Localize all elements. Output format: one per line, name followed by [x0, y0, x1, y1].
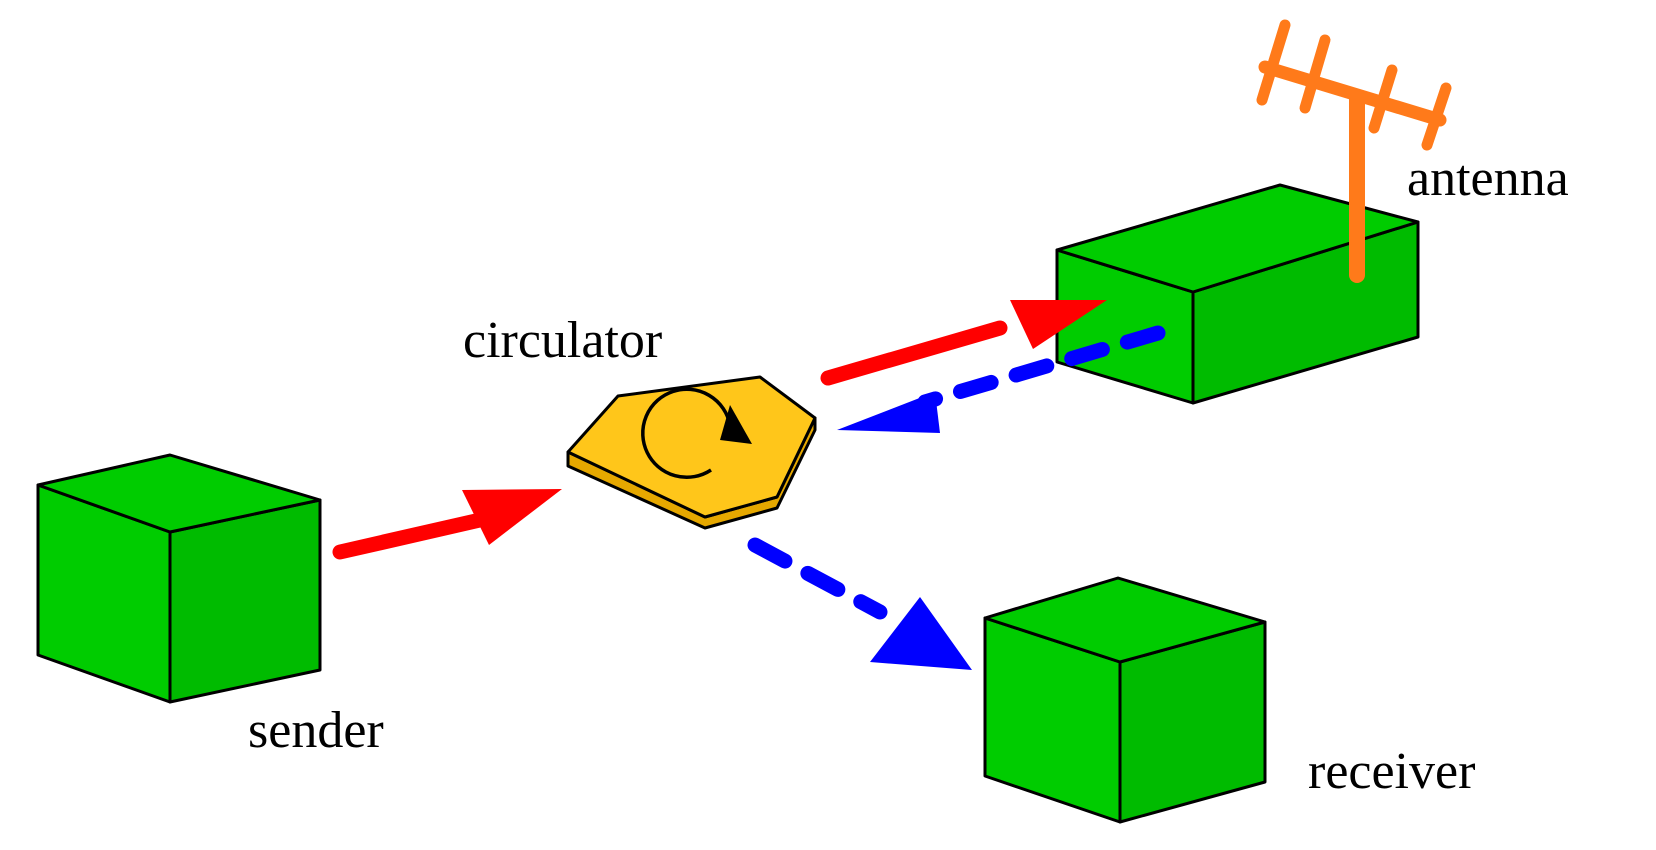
circulator-to-receiver-arrow — [747, 537, 972, 670]
circulator-to-antenna-arrow — [820, 300, 1107, 386]
receiver-label: receiver — [1308, 743, 1475, 800]
sender-label: sender — [248, 702, 384, 759]
antenna-label: antenna — [1407, 150, 1569, 207]
circulator-label: circulator — [463, 312, 662, 369]
antenna-box-top — [1055, 183, 1420, 294]
circulator-top — [566, 375, 817, 519]
antenna-box — [1055, 183, 1420, 405]
antenna-icon — [1256, 19, 1452, 283]
antenna-to-circulator-arrow — [837, 325, 1166, 433]
sender-box — [36, 453, 322, 704]
clockwise-arrow-icon — [641, 387, 752, 479]
sender-to-circulator-arrow — [332, 489, 562, 560]
receiver-box — [983, 576, 1267, 824]
sender-box-side — [168, 498, 322, 704]
receiver-box-top — [983, 576, 1267, 664]
sender-box-top — [36, 453, 322, 534]
circulator-device — [566, 375, 817, 530]
